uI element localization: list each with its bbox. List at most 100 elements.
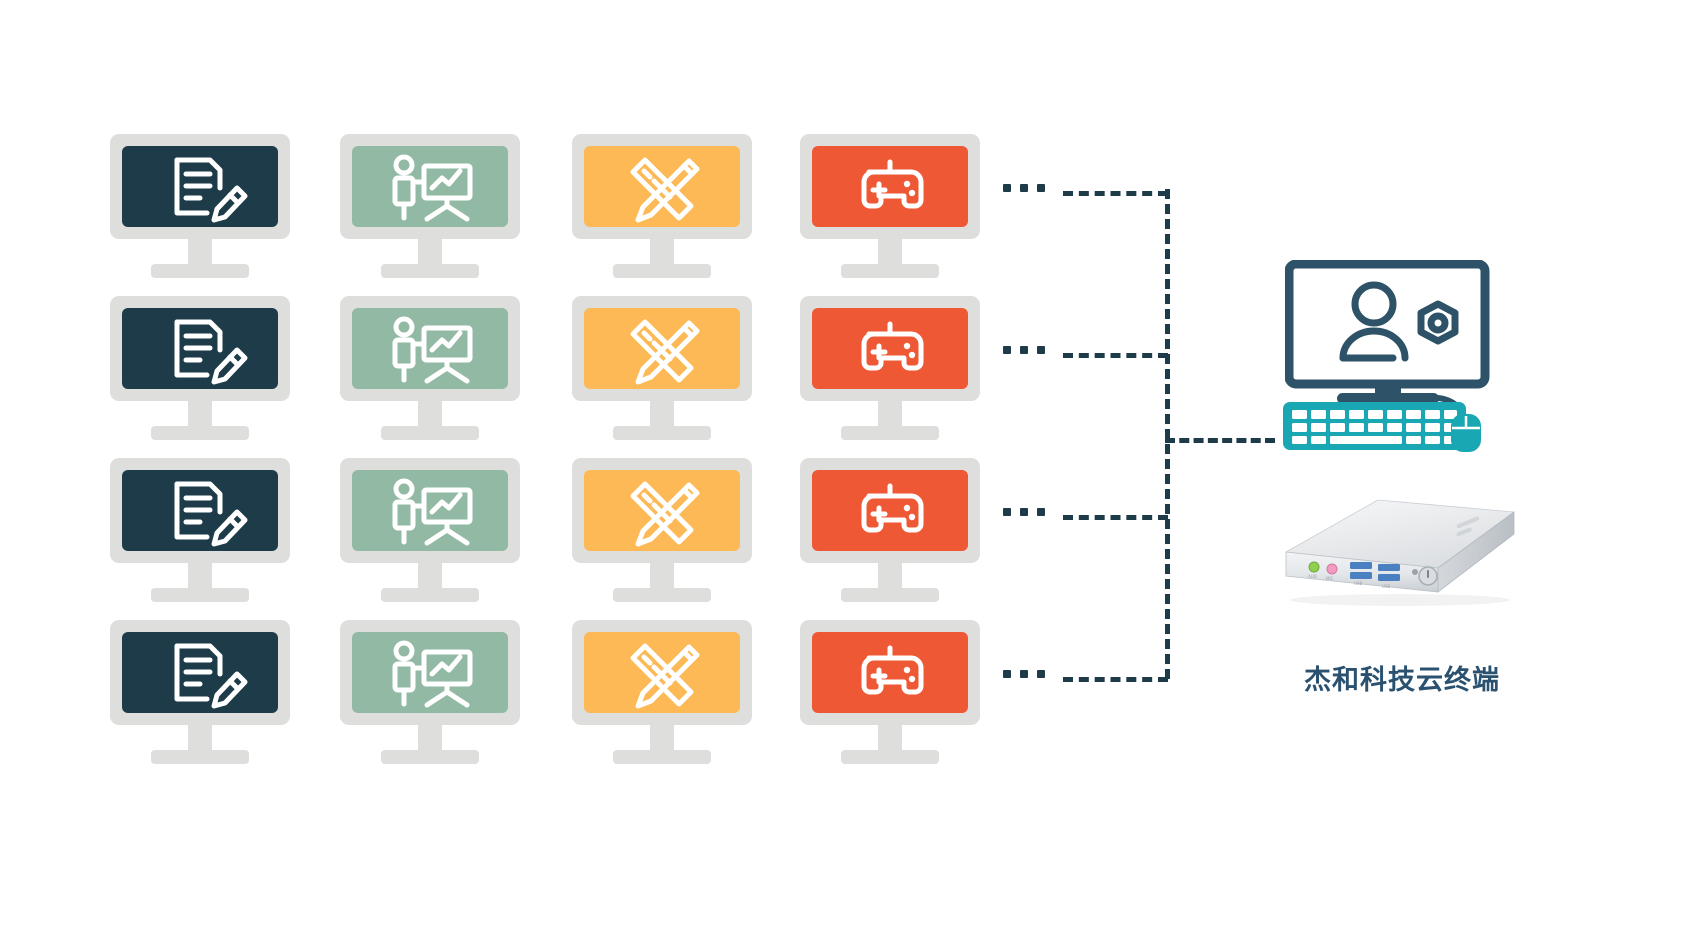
monitor-base <box>841 750 939 764</box>
monitor-neck <box>188 401 212 429</box>
ellipsis-dot <box>1037 346 1045 354</box>
ellipsis-dot <box>1020 670 1028 678</box>
svg-text:AUD: AUD <box>1308 574 1317 579</box>
cloud-terminal-label: 杰和科技云终端 <box>1304 665 1500 696</box>
monitor-neck <box>418 563 442 591</box>
monitor-screen <box>812 146 968 227</box>
monitor-screen <box>584 146 740 227</box>
monitor-neck <box>878 401 902 429</box>
monitor-neck <box>188 725 212 753</box>
client-monitor-office-r4[interactable] <box>110 620 290 765</box>
ruler-pencil-icon <box>630 643 700 709</box>
monitor-screen <box>352 146 508 227</box>
keyboard-icon <box>1283 402 1466 450</box>
svg-text:MIC: MIC <box>1326 576 1334 581</box>
monitor-neck <box>418 401 442 429</box>
monitor-base <box>151 750 249 764</box>
monitor-base <box>841 588 939 602</box>
monitor-base <box>151 264 249 278</box>
presenter-chart-icon <box>392 640 473 708</box>
client-monitor-gaming-r2[interactable] <box>800 296 980 441</box>
monitor-neck <box>650 401 674 429</box>
ellipsis-dot <box>1037 508 1045 516</box>
row-ellipsis-3 <box>1003 508 1045 516</box>
presenter-chart-icon <box>392 478 473 546</box>
svg-text:USB: USB <box>1382 584 1390 589</box>
client-monitor-presentation-r4[interactable] <box>340 620 520 765</box>
presenter-chart-icon <box>392 316 473 384</box>
mini-pc-host[interactable]: AUD MIC USB USB <box>1270 490 1520 625</box>
connector-row-2 <box>1063 353 1168 358</box>
mouse[interactable] <box>1450 413 1482 458</box>
ellipsis-dot <box>1037 670 1045 678</box>
monitor-base <box>613 426 711 440</box>
monitor-screen <box>812 308 968 389</box>
ellipsis-dot <box>1037 184 1045 192</box>
monitor-base <box>381 426 479 440</box>
monitor-neck <box>188 563 212 591</box>
monitor-base <box>151 426 249 440</box>
client-monitor-presentation-r1[interactable] <box>340 134 520 279</box>
monitor-screen <box>812 632 968 713</box>
client-monitor-office-r2[interactable] <box>110 296 290 441</box>
monitor-screen <box>812 470 968 551</box>
client-monitor-presentation-r2[interactable] <box>340 296 520 441</box>
monitor-base <box>613 588 711 602</box>
ellipsis-dot <box>1003 670 1011 678</box>
monitor-base <box>841 426 939 440</box>
connector-bus-to-server <box>1165 438 1275 443</box>
mouse-icon <box>1451 414 1481 452</box>
monitor-neck <box>650 563 674 591</box>
monitor-base <box>381 750 479 764</box>
cloud-terminal-group[interactable]: AUD MIC USB USB 杰和科技云终端 <box>1270 250 1600 710</box>
game-controller-icon <box>861 645 924 695</box>
monitor-base <box>613 750 711 764</box>
document-pencil-icon <box>174 319 248 385</box>
row-ellipsis-2 <box>1003 346 1045 354</box>
monitor-neck <box>878 239 902 267</box>
document-pencil-icon <box>174 157 248 223</box>
admin-user-settings-icon <box>1339 281 1459 362</box>
client-monitor-gaming-r4[interactable] <box>800 620 980 765</box>
monitor-neck <box>650 239 674 267</box>
monitor-screen <box>122 308 278 389</box>
client-monitor-design-r1[interactable] <box>572 134 752 279</box>
row-ellipsis-4 <box>1003 670 1045 678</box>
monitor-base <box>381 588 479 602</box>
document-pencil-icon <box>174 481 248 547</box>
connector-row-4 <box>1063 677 1168 682</box>
client-monitor-presentation-r3[interactable] <box>340 458 520 603</box>
connector-row-1 <box>1063 191 1168 196</box>
monitor-screen <box>352 470 508 551</box>
mini-pc-host-graphic: AUD MIC USB USB <box>1284 499 1516 606</box>
client-monitor-gaming-r3[interactable] <box>800 458 980 603</box>
client-monitor-design-r4[interactable] <box>572 620 752 765</box>
admin-monitor-graphic <box>1284 259 1490 404</box>
client-monitor-design-r3[interactable] <box>572 458 752 603</box>
monitor-base <box>151 588 249 602</box>
connector-vertical-bus <box>1165 189 1170 679</box>
keyboard[interactable] <box>1283 402 1466 455</box>
monitor-neck <box>188 239 212 267</box>
ellipsis-dot <box>1020 184 1028 192</box>
monitor-neck <box>650 725 674 753</box>
ellipsis-dot <box>1020 508 1028 516</box>
admin-monitor[interactable] <box>1284 259 1490 410</box>
monitor-screen <box>584 632 740 713</box>
client-monitor-office-r1[interactable] <box>110 134 290 279</box>
row-ellipsis-1 <box>1003 184 1045 192</box>
monitor-screen <box>584 470 740 551</box>
client-monitor-office-r3[interactable] <box>110 458 290 603</box>
monitor-neck <box>418 239 442 267</box>
client-monitor-design-r2[interactable] <box>572 296 752 441</box>
monitor-screen <box>122 146 278 227</box>
monitor-screen <box>352 632 508 713</box>
document-pencil-icon <box>174 643 248 709</box>
monitor-base <box>381 264 479 278</box>
client-monitor-gaming-r1[interactable] <box>800 134 980 279</box>
monitor-screen <box>584 308 740 389</box>
monitor-base <box>613 264 711 278</box>
monitor-neck <box>878 563 902 591</box>
monitor-screen <box>122 632 278 713</box>
